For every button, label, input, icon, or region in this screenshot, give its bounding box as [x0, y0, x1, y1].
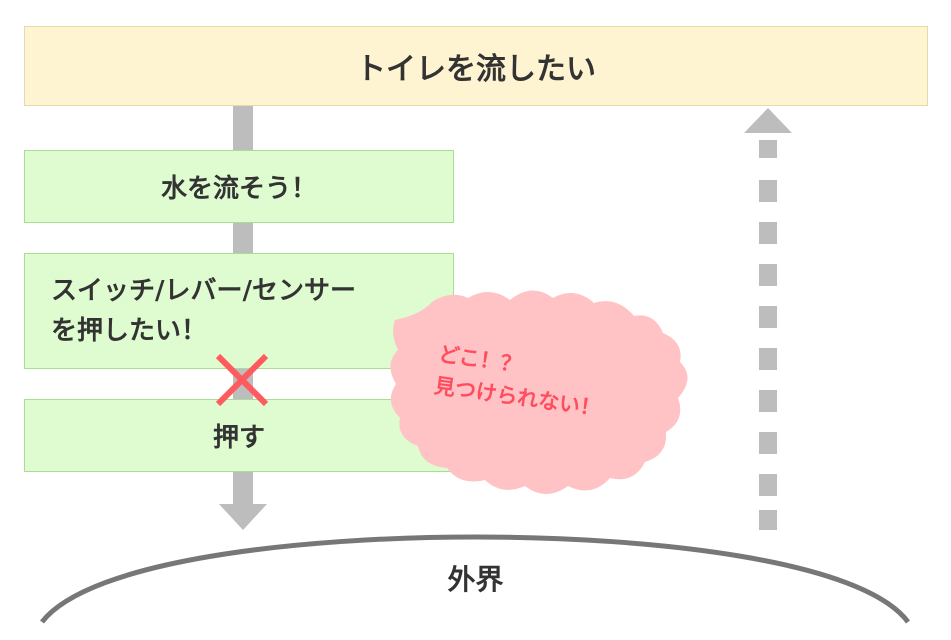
cross-icon [215, 353, 269, 407]
outside-world-label: 外界 [447, 563, 504, 596]
step-label-press-wish-line2: を押したい！ [51, 316, 208, 346]
step-box-flush: 水を流そう！ [24, 150, 454, 223]
step-label-flush: 水を流そう！ [160, 174, 317, 204]
arrow-up-head [744, 108, 792, 133]
arrow-down-shaft [233, 472, 253, 506]
connector-step1-step2 [233, 223, 253, 253]
arrow-down-head [219, 504, 267, 530]
connector-top-step1 [233, 106, 253, 150]
frustration-burst [390, 290, 688, 494]
step-label-press-wish-line1: スイッチ/レバー/センサー [51, 276, 356, 306]
step-box-press-wish: スイッチ/レバー/センサー を押したい！ [24, 253, 454, 369]
arrow-up-dashed-shaft [759, 140, 777, 530]
goal-box: トイレを流したい [24, 26, 928, 106]
outside-world-arc [40, 534, 911, 624]
step-box-press: 押す [24, 399, 454, 472]
step-label-press: 押す [212, 423, 265, 453]
goal-label: トイレを流したい [356, 52, 596, 87]
